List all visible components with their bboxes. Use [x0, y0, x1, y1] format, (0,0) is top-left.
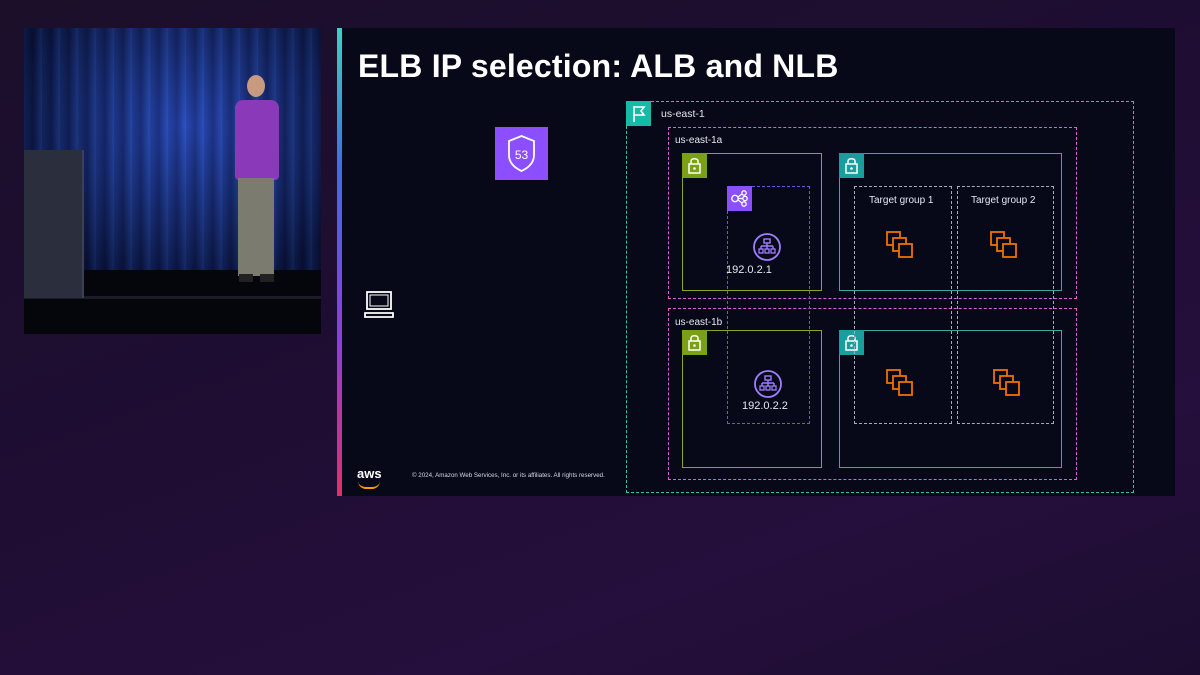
aws-logo: aws — [357, 466, 382, 481]
instances-icon — [992, 368, 1022, 403]
load-balancer-icon — [753, 369, 783, 404]
flag-icon — [626, 101, 651, 126]
private-subnet-az2 — [839, 330, 1062, 468]
az1-box — [668, 127, 1077, 299]
speaker-head — [247, 75, 265, 97]
presentation-slide: ELB IP selection: ALB and NLB 53 us-east… — [337, 28, 1175, 496]
region-box — [626, 101, 1134, 493]
az1-label: us-east-1a — [675, 135, 723, 146]
elb-icon — [727, 186, 752, 211]
target-group-1-box — [854, 186, 952, 424]
slide-title: ELB IP selection: ALB and NLB — [358, 48, 839, 84]
lb-node-ip-az2: 192.0.2.2 — [742, 400, 788, 412]
route53-badge-text: 53 — [515, 148, 529, 162]
laptop-icon — [363, 290, 395, 325]
instances-icon — [885, 368, 915, 403]
instances-icon — [989, 230, 1019, 265]
lock-icon — [682, 330, 707, 355]
public-subnet-az2 — [682, 330, 822, 468]
load-balancer-box — [727, 186, 810, 424]
instances-icon — [885, 230, 915, 265]
speaker-shoe-left — [239, 274, 253, 282]
speaker-video — [24, 28, 321, 334]
region-label: us-east-1 — [661, 108, 705, 120]
speaker-shoe-right — [260, 274, 274, 282]
speaker-pants — [238, 178, 274, 276]
copyright-text: © 2024, Amazon Web Services, Inc. or its… — [412, 472, 605, 479]
slide-accent-bar — [337, 28, 342, 496]
podium — [24, 150, 84, 298]
lock-icon — [839, 153, 864, 178]
public-subnet-az1 — [682, 153, 822, 291]
lock-icon — [682, 153, 707, 178]
target-group-2-box — [957, 186, 1054, 424]
lb-node-ip-az1: 192.0.2.1 — [726, 264, 772, 276]
target-group-1-label: Target group 1 — [869, 195, 934, 206]
load-balancer-icon — [752, 232, 782, 267]
az2-box — [668, 308, 1077, 480]
aws-logo-smile — [358, 481, 380, 489]
speaker-shirt — [235, 100, 279, 180]
lock-icon — [839, 330, 864, 355]
route53-icon: 53 — [495, 127, 548, 180]
az2-label: us-east-1b — [675, 317, 723, 328]
target-group-2-label: Target group 2 — [971, 195, 1036, 206]
private-subnet-az1 — [839, 153, 1062, 291]
